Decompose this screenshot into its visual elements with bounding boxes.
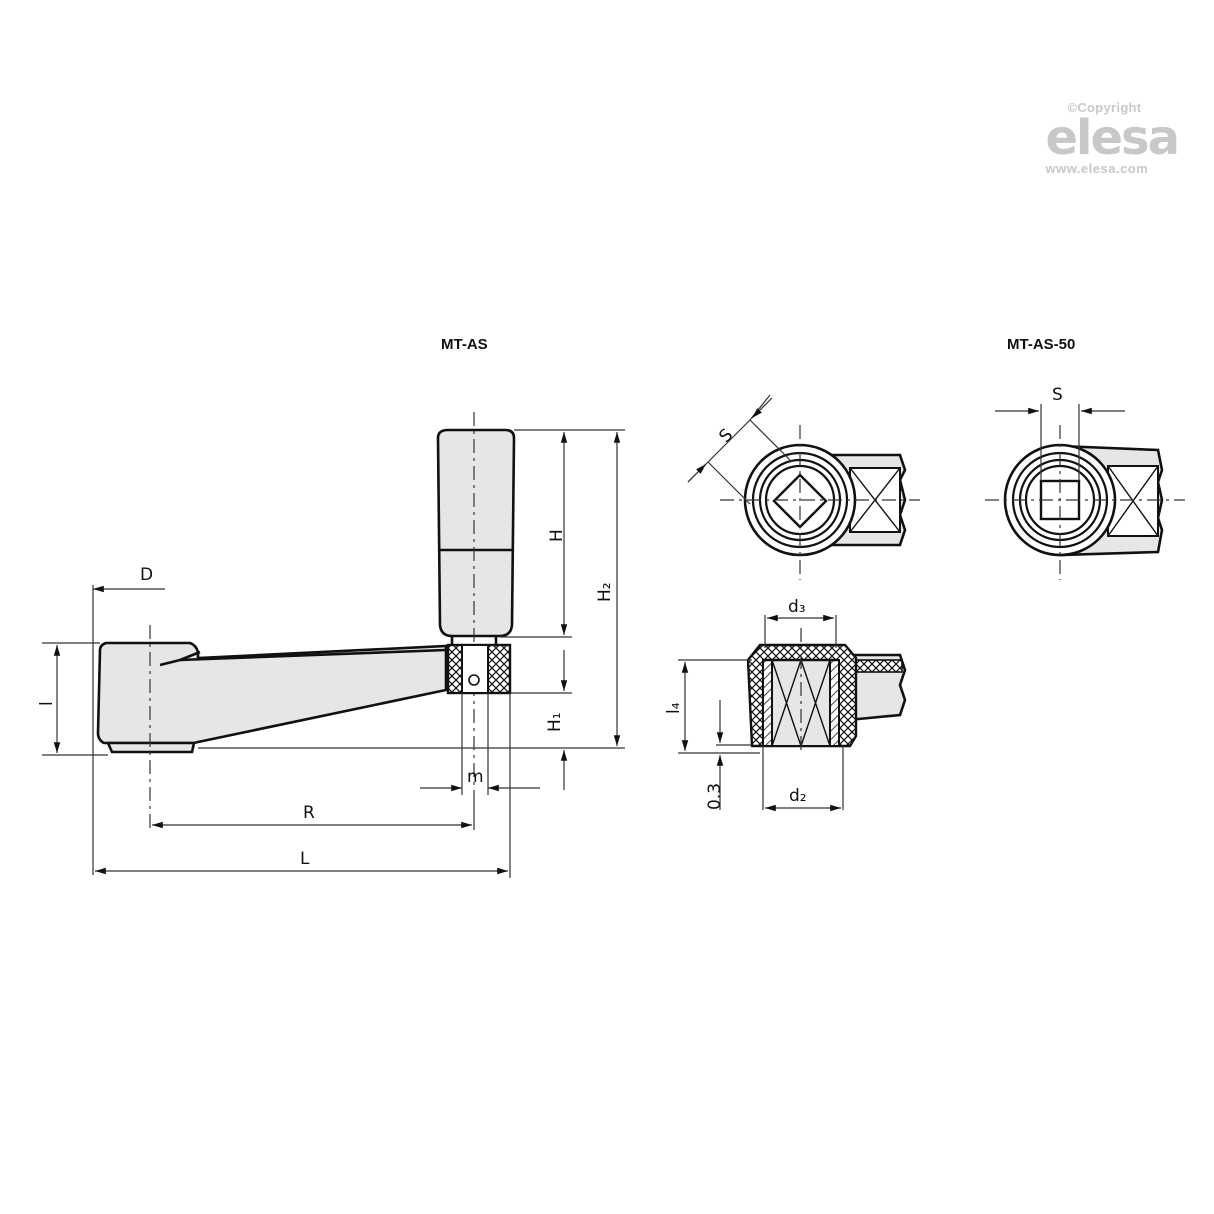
label-l: l <box>37 701 57 706</box>
dimension-R: R <box>152 790 475 830</box>
label-D: D <box>140 565 153 585</box>
copyright-text: ©Copyright <box>1067 100 1142 115</box>
label-R: R <box>303 803 315 823</box>
label-S-rotated: S <box>715 425 737 447</box>
dimension-m: m <box>420 693 540 878</box>
label-H2: H₂ <box>595 582 615 602</box>
label-L: L <box>300 849 310 869</box>
website-url: www.elesa.com <box>1045 161 1149 176</box>
label-m: m <box>467 767 484 787</box>
dimension-L: L <box>95 849 508 875</box>
main-view-title: MT-AS <box>441 336 488 353</box>
label-H1: H₁ <box>545 712 565 732</box>
label-offset: 0.3 <box>705 783 725 810</box>
label-d3: d₃ <box>788 597 806 617</box>
top-view-square: S <box>985 385 1185 580</box>
label-d2: d₂ <box>789 786 807 806</box>
dimension-l: l <box>37 642 108 756</box>
label-l4: l₄ <box>664 702 684 714</box>
crank-handle-side-view <box>96 412 516 830</box>
dimension-D: D <box>92 565 165 875</box>
label-H: H <box>547 529 567 542</box>
elesa-watermark: ©Copyright elesa www.elesa.com <box>1045 100 1180 176</box>
variant-view-title: MT-AS-50 <box>1007 336 1076 353</box>
elesa-logo: elesa <box>1045 110 1180 166</box>
bushing-section-view: d₃ d₂ l₄ 0.3 <box>664 597 907 812</box>
dimension-H-group: H H₁ H₂ <box>198 429 625 790</box>
top-view-rotated-square: S <box>687 394 920 580</box>
label-S-square: S <box>1052 385 1063 405</box>
